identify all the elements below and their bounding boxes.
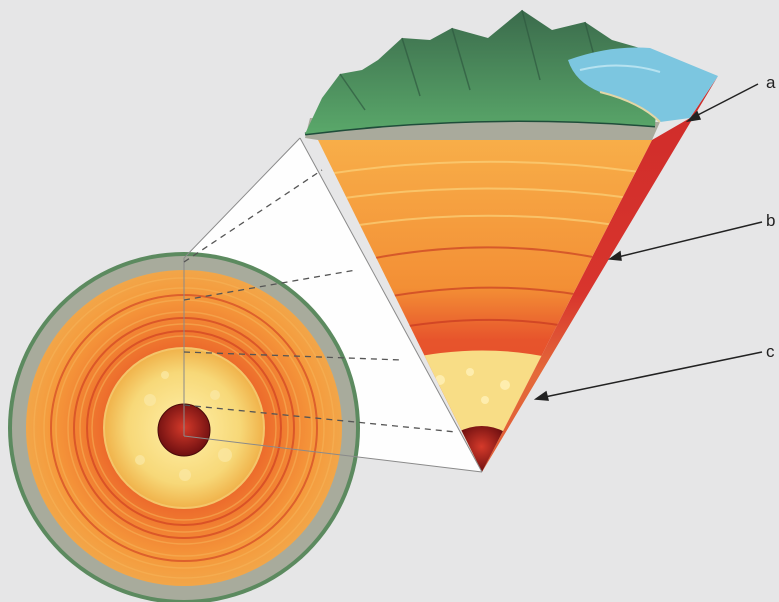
projection-lines bbox=[183, 137, 483, 473]
label-a: a bbox=[766, 73, 776, 92]
label-b: b bbox=[766, 211, 776, 230]
leader-lines bbox=[533, 83, 763, 401]
land-surface bbox=[305, 10, 660, 134]
label-c: c bbox=[766, 342, 775, 361]
wedge-side-face bbox=[482, 76, 718, 472]
